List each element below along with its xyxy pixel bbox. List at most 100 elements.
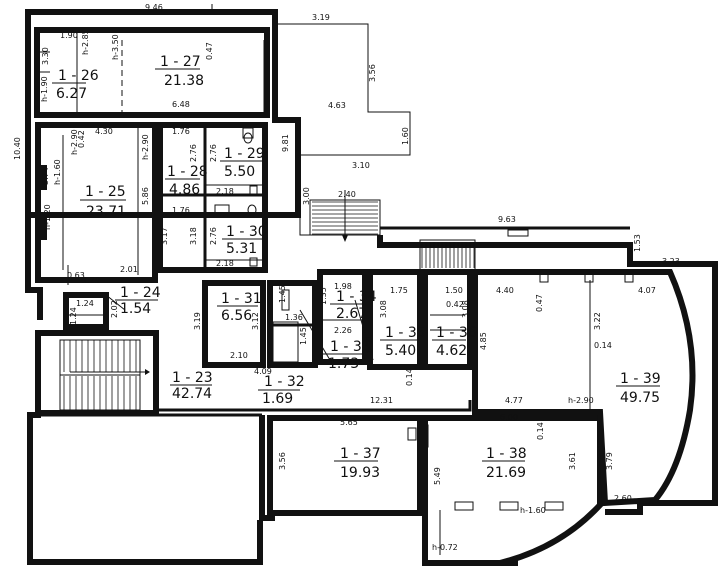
- svg-text:2.76: 2.76: [209, 227, 218, 245]
- svg-text:1.45: 1.45: [299, 327, 308, 345]
- svg-text:5.74: 5.74: [41, 167, 50, 185]
- svg-text:6.48: 6.48: [172, 100, 190, 109]
- svg-text:4.09: 4.09: [254, 367, 272, 376]
- room-label-1-32: 1 - 32 1.69: [258, 374, 305, 407]
- svg-text:21.38: 21.38: [164, 73, 204, 89]
- svg-text:1 - 28: 1 - 28: [167, 164, 208, 180]
- svg-text:3.30: 3.30: [41, 47, 50, 65]
- svg-text:5.40: 5.40: [385, 343, 416, 359]
- svg-text:1.90: 1.90: [60, 31, 78, 40]
- svg-text:3.19: 3.19: [312, 13, 330, 22]
- svg-text:0.14: 0.14: [536, 422, 545, 440]
- svg-text:4.40: 4.40: [496, 286, 514, 295]
- svg-text:4.77: 4.77: [505, 396, 523, 405]
- room-1-25-walls: [35, 122, 158, 285]
- svg-text:4.63: 4.63: [328, 101, 346, 110]
- svg-text:10.40: 10.40: [13, 137, 22, 160]
- room-label-1-39: 1 - 39 49.75: [616, 371, 661, 406]
- svg-text:12.31: 12.31: [370, 396, 393, 405]
- svg-text:1 - 31: 1 - 31: [221, 291, 262, 307]
- room-label-1-25: 1 - 25 23.71: [80, 184, 126, 220]
- svg-text:2.76: 2.76: [189, 144, 198, 162]
- svg-text:2.67: 2.67: [336, 306, 367, 322]
- svg-text:2.76: 2.76: [209, 144, 218, 162]
- svg-text:1.76: 1.76: [172, 206, 190, 215]
- svg-text:2.02: 2.02: [110, 300, 119, 318]
- svg-text:3.08: 3.08: [461, 300, 470, 318]
- svg-text:5.65: 5.65: [340, 418, 358, 427]
- svg-text:0.14: 0.14: [405, 368, 414, 386]
- corridor: [40, 400, 472, 417]
- svg-text:1.98: 1.98: [334, 282, 352, 291]
- svg-text:0.47: 0.47: [535, 294, 544, 312]
- svg-text:1 - 33: 1 - 33: [330, 339, 371, 355]
- room-label-1-27: 1 - 27 21.38: [155, 54, 204, 89]
- room-label-1-35: 1 - 35 5.40: [380, 325, 426, 359]
- svg-text:2.26: 2.26: [334, 326, 352, 335]
- svg-text:4.62: 4.62: [436, 343, 467, 359]
- svg-text:42.74: 42.74: [172, 386, 212, 402]
- svg-text:h-0.72: h-0.72: [432, 543, 458, 552]
- room-label-1-30: 1 - 30 5.31: [222, 224, 267, 257]
- svg-text:1.76: 1.76: [172, 127, 190, 136]
- room-block-top: [34, 27, 270, 118]
- svg-text:3.56: 3.56: [278, 452, 287, 470]
- svg-text:h-2.85: h-2.85: [81, 29, 90, 55]
- room-label-1-29: 1 - 29 5.50: [220, 146, 265, 180]
- svg-text:1 - 39: 1 - 39: [620, 371, 661, 387]
- svg-text:4.86: 4.86: [169, 182, 200, 198]
- svg-text:1 - 34: 1 - 34: [336, 289, 377, 305]
- svg-text:1 - 25: 1 - 25: [85, 184, 126, 200]
- svg-text:1.53: 1.53: [633, 234, 642, 252]
- svg-text:21.69: 21.69: [486, 465, 526, 481]
- room-label-1-24: 1 - 24 1.54: [115, 285, 161, 317]
- svg-text:3.61: 3.61: [568, 452, 577, 470]
- svg-text:1.54: 1.54: [120, 301, 151, 317]
- svg-text:4.07: 4.07: [638, 286, 656, 295]
- svg-text:2.40: 2.40: [338, 190, 356, 199]
- svg-text:1.24: 1.24: [76, 299, 94, 308]
- svg-text:1 - 37: 1 - 37: [340, 446, 381, 462]
- svg-text:0.91: 0.91: [365, 335, 374, 353]
- svg-text:3.12: 3.12: [251, 312, 260, 330]
- svg-text:9.46: 9.46: [145, 3, 163, 12]
- svg-text:1.75: 1.75: [390, 286, 408, 295]
- svg-text:5.31: 5.31: [226, 241, 257, 257]
- svg-text:1 - 35: 1 - 35: [385, 325, 426, 341]
- svg-text:4.30: 4.30: [95, 127, 113, 136]
- svg-text:h-1.20: h-1.20: [43, 204, 52, 230]
- room-label-1-36: 1 - 36 4.62: [432, 325, 477, 359]
- svg-text:h-3.50: h-3.50: [111, 34, 120, 60]
- room-label-1-26: 1 - 26 6.27: [52, 68, 99, 102]
- svg-text:4.85: 4.85: [479, 332, 488, 350]
- room-1-26-area: 6.27: [56, 86, 87, 102]
- sanitary-block: [157, 122, 268, 273]
- svg-text:1.24: 1.24: [69, 307, 78, 325]
- svg-text:h-2.90: h-2.90: [141, 134, 150, 160]
- svg-text:3.23: 3.23: [662, 257, 680, 266]
- svg-text:1.73: 1.73: [328, 356, 359, 372]
- room-label-1-38: 1 - 38 21.69: [482, 446, 527, 481]
- svg-text:6.56: 6.56: [221, 308, 252, 324]
- svg-text:1.36: 1.36: [285, 313, 303, 322]
- svg-text:1 - 36: 1 - 36: [436, 325, 477, 341]
- svg-text:1.45: 1.45: [278, 285, 287, 303]
- room-label-1-37: 1 - 37 19.93: [334, 446, 381, 481]
- svg-text:1 - 29: 1 - 29: [224, 146, 265, 162]
- svg-text:3.79: 3.79: [605, 452, 614, 470]
- room-label-1-33: 1 - 33 1.73: [322, 339, 371, 372]
- svg-text:1.60: 1.60: [401, 127, 410, 145]
- svg-text:1 - 38: 1 - 38: [486, 446, 527, 462]
- svg-text:5.86: 5.86: [141, 187, 150, 205]
- svg-text:0.42: 0.42: [77, 130, 86, 148]
- svg-text:5.49: 5.49: [433, 467, 442, 485]
- room-label-1-31: 1 - 31 6.56: [217, 291, 262, 324]
- svg-text:0.63: 0.63: [67, 271, 85, 280]
- svg-text:h-2.90: h-2.90: [70, 129, 79, 155]
- svg-text:h-2.90: h-2.90: [568, 396, 594, 405]
- svg-text:1.35: 1.35: [319, 287, 328, 305]
- svg-text:3.10: 3.10: [352, 161, 370, 170]
- svg-text:3.18: 3.18: [189, 227, 198, 245]
- svg-text:0.42: 0.42: [446, 300, 464, 309]
